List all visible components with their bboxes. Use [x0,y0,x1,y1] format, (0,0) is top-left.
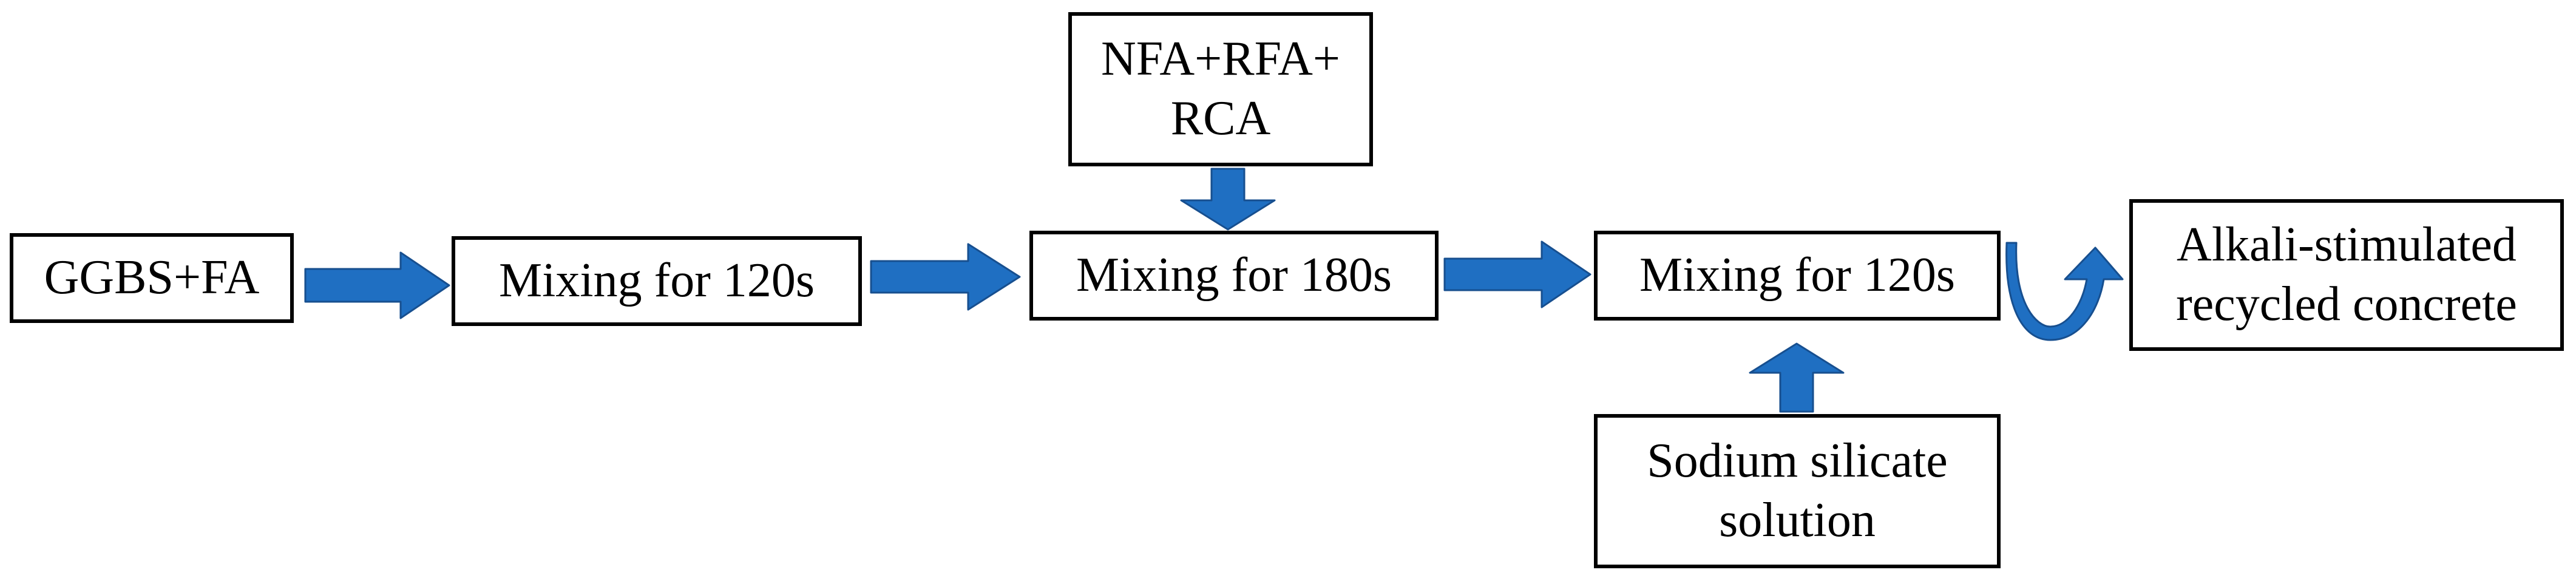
node-sodium-silicate: Sodium silicate solution [1594,414,2001,568]
node-ggbs-fa: GGBS+FA [10,233,294,323]
node-mixing-120s-second: Mixing for 120s [1594,231,2001,321]
node-sodium-silicate-label: Sodium silicate solution [1647,434,1948,547]
node-mixing-120s-first: Mixing for 120s [452,236,862,326]
node-aggregates-label: NFA+RFA+ RCA [1100,32,1341,145]
arrow-mix3-to-final [2005,242,2124,341]
node-aggregates: NFA+RFA+ RCA [1068,12,1373,166]
arrow-mix2-to-mix3 [1443,240,1591,308]
node-mixing-180s-label: Mixing for 180s [1076,248,1392,302]
arrow-ggbs-to-mix1 [304,251,450,319]
node-mixing-120s-second-label: Mixing for 120s [1639,248,1955,302]
node-ggbs-fa-label: GGBS+FA [44,251,260,305]
node-final-product-label: Alkali-stimulated recycled concrete [2176,218,2517,331]
node-final-product: Alkali-stimulated recycled concrete [2129,199,2564,351]
node-mixing-120s-first-label: Mixing for 120s [499,254,815,308]
arrow-mix1-to-mix2 [870,243,1021,311]
node-mixing-180s: Mixing for 180s [1029,231,1439,321]
arrow-sodium-to-mix3 [1749,342,1845,413]
arrow-aggregates-to-mix2 [1180,168,1276,231]
